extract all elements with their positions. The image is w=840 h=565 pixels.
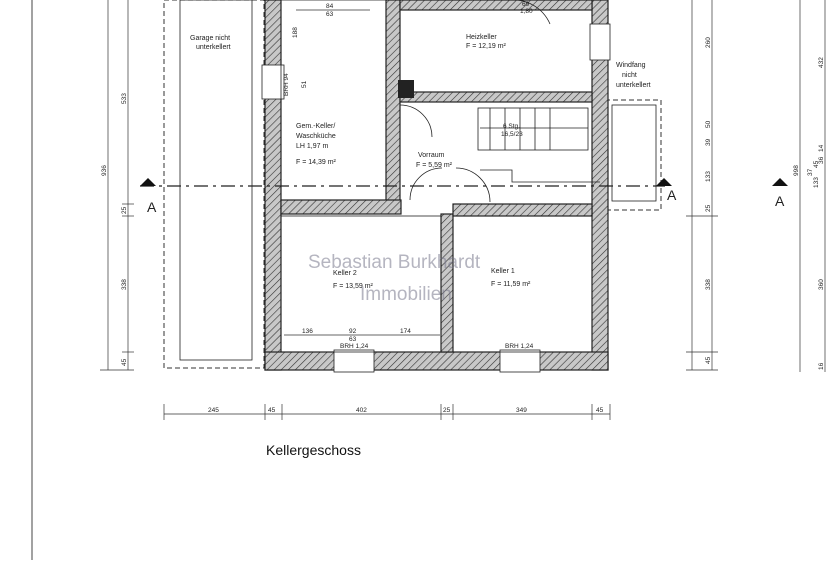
vorraum-area: F = 5,59 m²: [416, 162, 453, 169]
far-right-dim-2: 14: [818, 144, 825, 152]
left-dim-5: 45: [121, 358, 128, 366]
left-dim-2: 533: [121, 93, 128, 104]
section-marker-right: A: [667, 187, 677, 203]
section-marker-far-right: A: [775, 193, 785, 209]
bottom-dim-4: 25: [443, 407, 451, 414]
windfang-label-3: unterkellert: [616, 82, 651, 89]
left-dim-chain: [100, 0, 134, 371]
keller2-area: F = 13,59 m²: [333, 283, 374, 290]
waschkueche-dim-2: 51: [301, 80, 308, 88]
windows: [261, 23, 611, 373]
far-right-dim-6: 133: [813, 177, 820, 188]
right-dim-4: 133: [705, 171, 712, 182]
drawing-title: Kellergeschoss: [266, 442, 361, 458]
section-marker-left: A: [147, 199, 157, 215]
far-right-dim-5: 36: [818, 156, 825, 164]
bottom-dim-2: 45: [268, 407, 276, 414]
keller2-dim-1: 136: [302, 328, 313, 335]
top-dim-4: 1,80: [520, 8, 533, 15]
windfang-label-1: Windfang: [616, 62, 646, 69]
right-dim-7: 45: [705, 356, 712, 364]
garage-label-2: unterkellert: [196, 44, 231, 51]
right-dim-2: 50: [705, 120, 712, 128]
section-line: [140, 178, 788, 187]
far-right-dim-7: 360: [818, 279, 825, 290]
far-right-dim-total: 998: [793, 165, 800, 176]
heizkeller-area: F = 12,19 m²: [466, 43, 507, 50]
vorraum-name: Vorraum: [418, 152, 445, 159]
bottom-dim-1: 245: [208, 407, 219, 414]
waschkueche-name-1: Gem.-Keller/: [296, 123, 335, 130]
top-dim-1: 84: [326, 3, 334, 10]
left-dim-1: 936: [101, 165, 108, 176]
garage-outline: [163, 0, 265, 369]
waschkueche-room: [280, 0, 387, 201]
keller1-brh: BRH 1,24: [505, 343, 534, 350]
waschkueche-height: LH 1,97 m: [296, 143, 328, 150]
stairs-size: 16,5/23: [501, 131, 523, 138]
keller1-room: [452, 215, 593, 353]
door-swings: [399, 0, 551, 203]
far-right-dim-8: 16: [818, 362, 825, 370]
keller2-room: [280, 215, 442, 353]
far-right-dim-1: 432: [818, 57, 825, 68]
watermark-line-2: Immobilien: [360, 284, 452, 305]
right-dim-6: 338: [705, 279, 712, 290]
left-dim-3: 25: [121, 206, 128, 214]
right-dim-5: 25: [705, 204, 712, 212]
windfang-label-2: nicht: [622, 72, 637, 79]
far-right-dim-3: 37: [807, 168, 814, 176]
right-dim-3: 39: [705, 138, 712, 146]
keller2-name: Keller 2: [333, 270, 357, 277]
bottom-dim-3: 402: [356, 407, 367, 414]
bottom-dim-chain: [163, 404, 611, 420]
windfang-outline: [604, 99, 662, 211]
waschkueche-name-2: Waschküche: [296, 133, 336, 140]
bottom-dim-5: 349: [516, 407, 527, 414]
far-right-dim-chain: [799, 0, 826, 372]
bottom-dim-6: 45: [596, 407, 604, 414]
right-dim-1: 260: [705, 37, 712, 48]
garage-label-1: Garage nicht: [190, 35, 230, 42]
keller2-dim-2: 92: [349, 328, 357, 335]
keller1-area: F = 11,59 m²: [491, 281, 531, 288]
far-right-dim-4: 45: [813, 160, 820, 168]
top-dim-2: 63: [326, 11, 334, 18]
keller2-dim-3: 174: [400, 328, 411, 335]
waschkueche-area: F = 14,39 m²: [296, 159, 337, 166]
keller2-brh: BRH 1,24: [340, 343, 369, 350]
right-dim-chain: [686, 0, 718, 371]
left-dim-4: 338: [121, 279, 128, 290]
keller2-dim-sub: 63: [349, 336, 357, 343]
keller1-name: Keller 1: [491, 268, 515, 275]
outer-walls: [264, 0, 609, 371]
heizkeller-name: Heizkeller: [466, 34, 497, 41]
stairs-label: 6 Stg.: [503, 123, 520, 130]
waschkueche-dim-1: 188: [292, 27, 299, 38]
left-window-brh: BRH 94: [283, 73, 290, 96]
stairs: [477, 107, 600, 183]
watermark-line-1: Sebastian Burkhardt: [308, 252, 481, 273]
top-dim-3: 69: [522, 1, 530, 8]
